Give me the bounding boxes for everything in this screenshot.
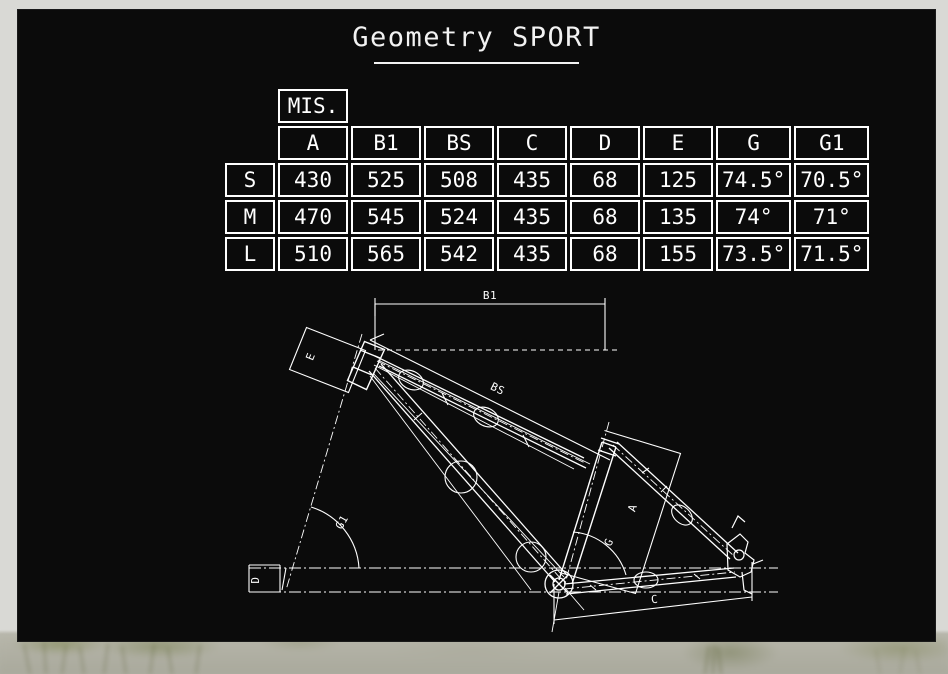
chain-stay	[563, 567, 737, 595]
down-tube-fittings	[413, 412, 547, 573]
table-cell-s-g: 74.5°	[716, 163, 792, 197]
top-tube-centerline	[376, 360, 586, 464]
table-column-header-c: C	[497, 126, 567, 160]
head-angle-reference	[285, 333, 363, 591]
title-block: Geometry SPORT	[18, 24, 935, 64]
chain-stay-fittings	[589, 571, 701, 591]
table-cell-s-e: 125	[643, 163, 713, 197]
bb-witness-lines	[551, 587, 585, 633]
table-cell-m-a: 470	[278, 200, 348, 234]
dimension-label-g: G	[601, 536, 616, 548]
dimension-a	[559, 429, 682, 595]
frame-drawing-svg: B1 E	[248, 289, 778, 633]
table-cell-s-b1: 525	[351, 163, 421, 197]
table-corner-spacer	[225, 89, 275, 123]
reference-line-axle	[249, 567, 778, 593]
seat-stay-centerline	[612, 444, 735, 557]
angle-arc-g	[572, 531, 627, 576]
chain-stay-centerline	[564, 571, 736, 590]
table-cell-m-d: 68	[570, 200, 640, 234]
dimension-label-c: C	[650, 593, 659, 607]
table-row-corner: MIS.	[225, 89, 869, 123]
table-cell-l-bs: 542	[424, 237, 494, 271]
dimension-label-a: A	[625, 503, 640, 514]
table-cell-l-d: 68	[570, 237, 640, 271]
photo-grass-blur	[0, 636, 948, 674]
rear-dropout	[726, 515, 764, 595]
down-tube	[368, 363, 568, 583]
head-tube-braces	[369, 359, 591, 591]
table-cell-s-d: 68	[570, 163, 640, 197]
page-title: Geometry SPORT	[352, 22, 601, 53]
dimension-d	[248, 564, 287, 593]
table-cell-l-e: 155	[643, 237, 713, 271]
table-cell-l-c: 435	[497, 237, 567, 271]
seat-tube	[558, 441, 617, 585]
table-cell-s-a: 430	[278, 163, 348, 197]
dimension-e	[288, 326, 367, 394]
title-underline	[374, 62, 579, 64]
dimension-label-g1: G1	[333, 513, 351, 532]
table-corner-label: MIS.	[278, 89, 348, 123]
table-corner-spacer	[716, 89, 791, 123]
table-size-label-m: M	[225, 200, 275, 234]
table-cell-m-g: 74°	[716, 200, 792, 234]
table-cell-l-a: 510	[278, 237, 348, 271]
table-size-label-l: L	[225, 237, 275, 271]
top-tube-fittings	[398, 369, 530, 448]
table-corner-spacer	[351, 89, 421, 123]
table-cell-s-c: 435	[497, 163, 567, 197]
table-column-header-g: G	[716, 126, 792, 160]
table-cell-l-b1: 565	[351, 237, 421, 271]
table-cell-s-g1: 70.5°	[794, 163, 870, 197]
table-corner-spacer	[497, 89, 567, 123]
angle-arc-g1	[310, 506, 360, 569]
table-size-label-s: S	[225, 163, 275, 197]
frame-technical-drawing: B1 E	[18, 272, 935, 641]
table-corner-spacer	[424, 89, 494, 123]
dimension-c	[553, 562, 753, 624]
table-cell-l-g: 73.5°	[716, 237, 792, 271]
table-cell-m-bs: 524	[424, 200, 494, 234]
seat-stay-fittings	[641, 467, 693, 526]
dimension-label-b1: B1	[483, 289, 497, 302]
table-column-header-g1: G1	[794, 126, 870, 160]
table-column-header-bs: BS	[424, 126, 494, 160]
dimension-b1	[374, 298, 606, 350]
table-column-header-b1: B1	[351, 126, 421, 160]
dimension-bs	[369, 333, 611, 461]
table-corner-spacer	[794, 89, 869, 123]
table-column-header-a: A	[278, 126, 348, 160]
table-cell-s-bs: 508	[424, 163, 494, 197]
dimension-label-bs: BS	[488, 380, 507, 398]
table-column-header-d: D	[570, 126, 640, 160]
dimension-label-d: D	[249, 576, 262, 583]
table-corner-spacer	[643, 89, 713, 123]
seat-stay	[608, 441, 739, 560]
table-cell-l-g1: 71.5°	[794, 237, 870, 271]
bottom-bracket	[544, 569, 574, 599]
table-cell-m-g1: 71°	[794, 200, 870, 234]
table-cell-m-c: 435	[497, 200, 567, 234]
table-cell-m-b1: 545	[351, 200, 421, 234]
seat-tube-centerline	[564, 421, 610, 585]
table-column-header-e: E	[643, 126, 713, 160]
photo-posts-blur	[23, 641, 921, 674]
seat-collar	[597, 437, 620, 457]
table-corner-spacer	[570, 89, 640, 123]
table-header-spacer	[225, 126, 275, 160]
table-cell-m-e: 135	[643, 200, 713, 234]
down-tube-centerline	[374, 367, 562, 580]
dimension-label-e: E	[303, 351, 318, 362]
